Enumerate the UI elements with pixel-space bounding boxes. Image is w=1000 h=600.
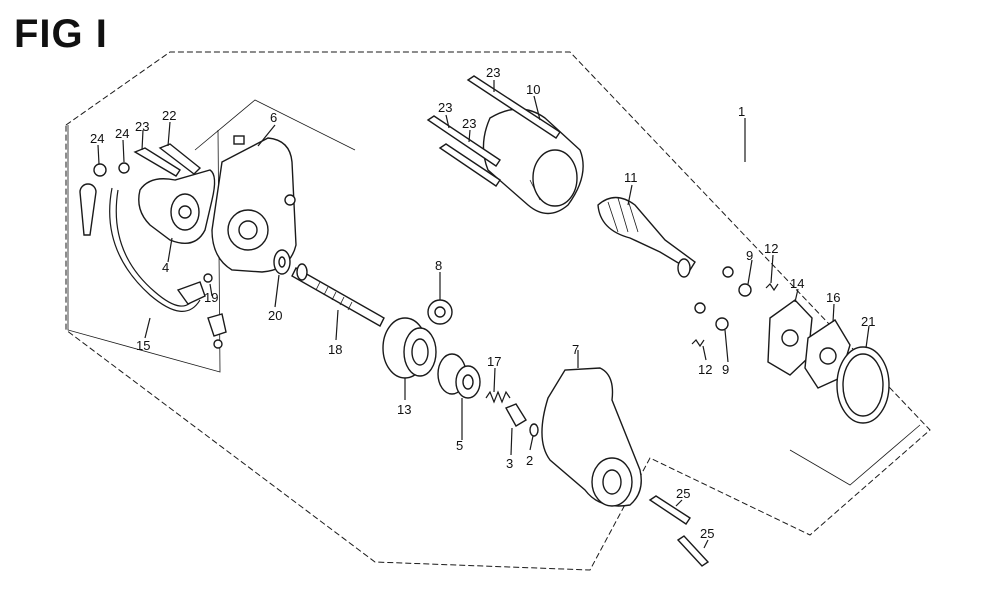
assembly-boundary [65, 51, 931, 571]
callout-23-left: 23 [135, 119, 149, 134]
callout-4: 4 [162, 260, 169, 275]
callout-9-upper: 9 [746, 248, 753, 263]
part-23-bolt-left [133, 143, 202, 177]
callout-24-left: 24 [90, 131, 104, 146]
part-5-pinion [437, 353, 481, 399]
part-9-12-brush-hardware [691, 266, 779, 348]
callout-17: 17 [487, 354, 501, 369]
callout-24-right: 24 [115, 126, 129, 141]
callout-12-lower: 12 [698, 362, 712, 377]
figure-title: FIG I [14, 12, 108, 56]
part-21-o-ring [836, 346, 890, 424]
part-25-bolts [648, 495, 710, 567]
part-8-gear [427, 299, 453, 325]
callout-11: 11 [624, 170, 638, 185]
callout-8: 8 [435, 258, 442, 273]
part-2-circlip [529, 423, 539, 437]
callout-labels: 1 2 3 4 5 6 7 8 9 9 10 11 12 12 13 14 15… [90, 65, 875, 541]
callout-23-mid: 23 [438, 100, 452, 115]
part-13-clutch-gear [382, 317, 437, 379]
callout-9-lower: 9 [722, 362, 729, 377]
callout-19: 19 [204, 290, 218, 305]
callout-18: 18 [328, 342, 342, 357]
part-4-solenoid [138, 169, 216, 244]
part-20-washer [273, 249, 291, 275]
callout-13: 13 [397, 402, 411, 417]
part-7-front-housing [541, 367, 642, 507]
callout-25-lower: 25 [700, 526, 714, 541]
callout-21: 21 [861, 314, 875, 329]
callout-10: 10 [526, 82, 540, 97]
callout-23-low: 23 [462, 116, 476, 131]
callout-15: 15 [136, 338, 150, 353]
callout-22: 22 [162, 108, 176, 123]
callout-5: 5 [456, 438, 463, 453]
callout-23-top: 23 [486, 65, 500, 80]
part-23-through-bolts [426, 75, 561, 187]
part-11-armature [597, 196, 696, 278]
leader-lines [97, 80, 870, 549]
callout-25-upper: 25 [676, 486, 690, 501]
callout-2: 2 [526, 453, 533, 468]
callout-16: 16 [826, 290, 840, 305]
callout-1: 1 [738, 104, 745, 119]
part-17-spring [485, 390, 511, 404]
callout-6: 6 [270, 110, 277, 125]
callout-14: 14 [790, 276, 804, 291]
part-24-terminal-nut [79, 162, 130, 236]
part-15-lead-wire [109, 187, 227, 349]
part-3-collar [505, 403, 527, 427]
callout-12-upper: 12 [764, 241, 778, 256]
callout-7: 7 [572, 342, 579, 357]
callout-20: 20 [268, 308, 282, 323]
part-18-shaft [291, 263, 385, 327]
callout-3: 3 [506, 456, 513, 471]
